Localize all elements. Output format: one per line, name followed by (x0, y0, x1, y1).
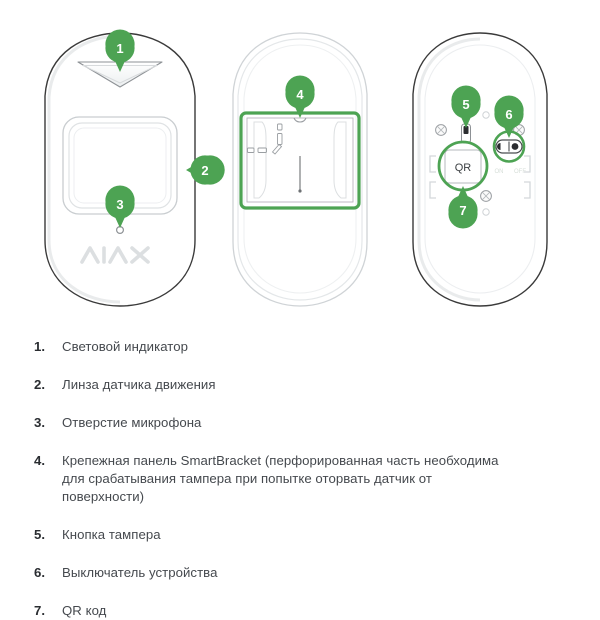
bracket-body-inner (243, 44, 357, 294)
marker-1-label: 1 (116, 41, 123, 56)
qr-code-label: QR (455, 162, 472, 174)
marker-6-ring (492, 130, 526, 163)
marker-2[interactable]: 2 (186, 155, 225, 185)
vent-hole-top (482, 111, 490, 119)
device-front-view: 1 2 3 (44, 29, 225, 307)
legend-number: 2. (34, 377, 46, 392)
legend-text: QR код (62, 603, 107, 618)
back-body-inner (424, 44, 536, 294)
marker-5-label: 5 (462, 97, 469, 112)
legend-number: 4. (34, 453, 46, 468)
legend-text: Линза датчика движения (62, 377, 216, 392)
legend-text: Отверстие микрофона (62, 415, 202, 430)
legend-number: 3. (34, 415, 46, 430)
bracket-body-rim (237, 38, 363, 301)
list-item: 5. Кнопка тампера (0, 526, 600, 544)
legend-number: 1. (34, 339, 46, 354)
marker-7-label: 7 (459, 203, 466, 218)
list-item: 7. QR код (0, 602, 600, 620)
marker-4[interactable]: 4 (285, 75, 315, 118)
switch-on-label: ON (495, 169, 504, 175)
back-body-shade (417, 37, 481, 302)
marker-2-label: 2 (201, 163, 208, 178)
front-body-shade (47, 34, 121, 304)
perforation-marks (247, 123, 283, 155)
marker-6[interactable]: 6 (494, 95, 524, 138)
marker-7[interactable]: 7 (448, 186, 478, 229)
list-item: 2. Линза датчика движения (0, 376, 600, 394)
tamper-notch (293, 117, 307, 123)
legend-number: 6. (34, 565, 46, 580)
legend-number: 5. (34, 527, 46, 542)
device-illustration: 1 2 3 (44, 29, 548, 307)
qr-code-plate: QR (444, 149, 482, 184)
direction-arrow (298, 156, 302, 193)
marker-3[interactable]: 3 (105, 185, 135, 228)
bracket-tab-right (333, 121, 347, 199)
device-smartbracket-view: 4 (232, 32, 368, 307)
illustration-svg: 1 2 3 (44, 29, 548, 307)
legend-text: Выключатель устройства (62, 565, 218, 580)
marker-6-label: 6 (505, 107, 512, 122)
list-item: 4. Крепежная панель SmartBracket (перфор… (0, 452, 600, 506)
switch-off-label: OFF (514, 169, 526, 175)
power-switch[interactable] (495, 139, 523, 154)
device-back-view: ON OFF QR 5 (412, 32, 548, 307)
marker-3-label: 3 (116, 197, 123, 212)
vent-hole-bottom (482, 208, 490, 216)
legend-number: 7. (34, 603, 46, 618)
legend-text: Кнопка тампера (62, 527, 161, 542)
screw-bottom (480, 190, 492, 202)
mounting-clips (429, 155, 531, 199)
legend-text: Световой индикатор (62, 339, 188, 354)
marker-4-label: 4 (296, 87, 304, 102)
list-item: 3. Отверстие микрофона (0, 414, 600, 432)
bracket-tab-left (253, 121, 267, 199)
legend-list: 1. Световой индикатор 2. Линза датчика д… (0, 338, 600, 620)
list-item: 1. Световой индикатор (0, 338, 600, 356)
list-item: 6. Выключатель устройства (0, 564, 600, 582)
ajax-logo (80, 246, 150, 264)
marker-1[interactable]: 1 (105, 29, 135, 73)
screw-top-left (435, 124, 447, 136)
marker-5[interactable]: 5 (451, 85, 481, 128)
legend-text: Крепежная панель SmartBracket (перфориро… (62, 453, 499, 504)
marker-7-ring (437, 140, 489, 192)
